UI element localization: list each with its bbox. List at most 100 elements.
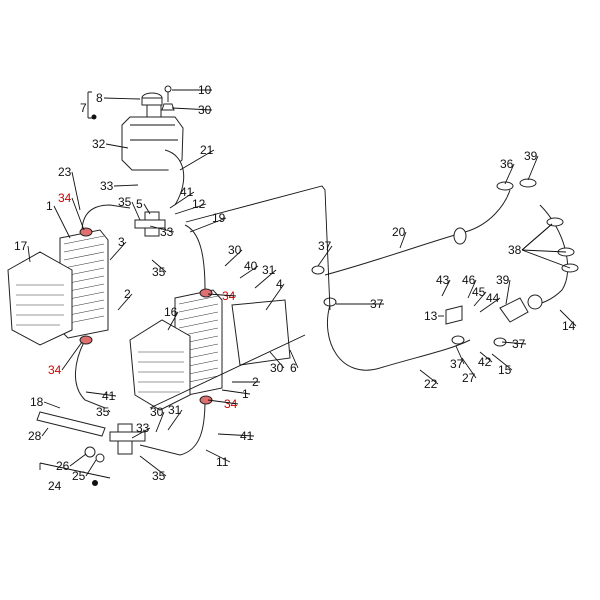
leader-14 — [559, 309, 577, 327]
callout-label-33: 33 — [160, 225, 174, 239]
callout-label-27: 27 — [462, 371, 476, 385]
leader-8 — [103, 97, 141, 100]
hose-19 — [184, 224, 206, 291]
tank-screw — [161, 85, 175, 111]
leader-27 — [461, 357, 477, 379]
leader-15 — [491, 353, 513, 371]
pipe-junction-20 — [453, 227, 467, 245]
callout-label-23: 23 — [58, 165, 72, 179]
leader-33 — [131, 427, 151, 439]
callout-label-37: 37 — [512, 337, 526, 351]
callout-label-36: 36 — [500, 157, 514, 171]
bracket-13 — [445, 305, 463, 325]
left-radiator-shroud — [7, 251, 73, 346]
callout-label-39: 39 — [496, 273, 510, 287]
callout-label-38: 38 — [508, 243, 522, 257]
callout-label-24: 24 — [48, 479, 62, 493]
callout-label-8: 8 — [96, 91, 103, 105]
connector-39 — [499, 294, 543, 323]
callout-label-6: 6 — [290, 361, 297, 375]
callout-label-13: 13 — [424, 309, 438, 323]
group-box-line-lower — [149, 334, 306, 409]
nut-25 — [95, 453, 105, 463]
leader-35 — [107, 409, 111, 413]
leader-28 — [41, 427, 49, 437]
leader-38-extra-2 — [521, 249, 571, 269]
hose-22 — [326, 304, 471, 371]
callout-label-1: 1 — [242, 387, 249, 401]
callout-label-35: 35 — [152, 469, 166, 483]
callout-label-35: 35 — [152, 265, 166, 279]
callout-label-34: 34 — [222, 289, 236, 303]
leader-35 — [139, 455, 167, 477]
leader-41 — [85, 391, 117, 397]
leader-42 — [479, 351, 493, 363]
leader-31 — [167, 409, 183, 431]
t-fitting-lower — [109, 423, 146, 455]
callout-label-30: 30 — [270, 361, 284, 375]
t-fitting-upper — [134, 211, 166, 237]
reservoir-cap — [141, 92, 163, 106]
callout-label-22: 22 — [424, 377, 438, 391]
callout-label-7: 7 — [80, 101, 87, 115]
callout-label-31: 31 — [262, 263, 276, 277]
callout-label-33: 33 — [136, 421, 150, 435]
callout-label-21: 21 — [200, 143, 214, 157]
leader-37 — [501, 341, 527, 345]
leader-22 — [419, 369, 439, 385]
leader-20 — [399, 231, 407, 249]
callout-label-46: 46 — [462, 273, 476, 287]
clamp-34-c — [199, 288, 213, 298]
callout-label-1: 1 — [46, 199, 53, 213]
callout-label-14: 14 — [562, 319, 576, 333]
callout-label-31: 31 — [168, 403, 182, 417]
hose-20 — [324, 189, 511, 276]
callout-label-33: 33 — [100, 179, 114, 193]
callout-label-28: 28 — [28, 429, 42, 443]
leader-30 — [224, 249, 243, 267]
leader-17 — [27, 245, 31, 263]
callout-label-43: 43 — [436, 273, 450, 287]
leader-19 — [189, 217, 227, 233]
leader-35 — [151, 259, 167, 273]
callout-label-19: 19 — [212, 211, 226, 225]
leader-5 — [143, 203, 151, 215]
leader-4 — [265, 283, 285, 311]
callout-label-44: 44 — [486, 291, 500, 305]
clamp-34-b — [79, 335, 93, 345]
clamp-34-d — [199, 395, 213, 405]
callout-label-3: 3 — [118, 235, 125, 249]
leader-43 — [441, 279, 451, 297]
leader-34 — [61, 341, 83, 371]
leader-46 — [467, 279, 477, 299]
leader-21 — [179, 149, 215, 171]
leader-6 — [289, 349, 299, 369]
leader-1 — [53, 205, 71, 239]
leader-32 — [105, 143, 129, 149]
leader-30 — [171, 107, 213, 111]
leader-2 — [117, 293, 133, 311]
bracket-strip — [36, 411, 106, 437]
callout-label-5: 5 — [136, 197, 143, 211]
callout-label-39: 39 — [524, 149, 538, 163]
callout-label-20: 20 — [392, 225, 406, 239]
leader-38-extra-1 — [521, 249, 567, 253]
callout-label-45: 45 — [472, 285, 486, 299]
leader-30 — [155, 411, 165, 433]
leader-34 — [71, 197, 85, 231]
group-box-line — [185, 185, 331, 311]
callout-label-26: 26 — [56, 459, 70, 473]
leader-40 — [239, 265, 259, 279]
leader-36 — [504, 163, 515, 185]
clamp-39-top — [519, 178, 537, 188]
callout-label-2: 2 — [124, 287, 131, 301]
bracket-24 — [39, 462, 111, 479]
leader-44 — [479, 297, 501, 313]
right-radiator-shroud — [129, 319, 191, 411]
callout-label-32: 32 — [92, 137, 106, 151]
callout-label-30: 30 — [150, 405, 164, 419]
callout-label-34: 34 — [58, 191, 72, 205]
hose-23 — [81, 204, 131, 233]
leader-25 — [85, 459, 97, 477]
